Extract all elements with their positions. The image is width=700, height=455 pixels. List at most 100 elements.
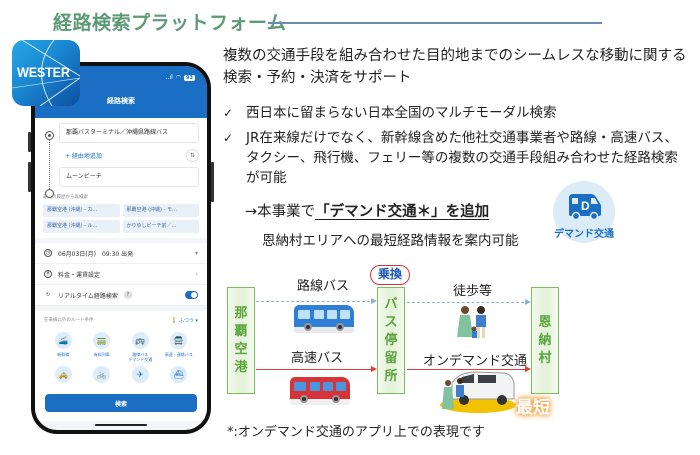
datetime-label: 06月03日(月) 09:30 出発 xyxy=(58,250,134,258)
phone-screen: ..ıl ◠ 93 経路検索 那覇バスターミナル／沖縄県路線バス + 経由地追加… xyxy=(35,66,207,430)
node-char: 村 xyxy=(538,350,552,366)
arrow-route-bus xyxy=(256,297,377,304)
walking-family-illustration xyxy=(457,306,486,338)
mode-route-bus[interactable]: 🚌 路線バス デマンド交通 xyxy=(121,332,160,362)
phone-volume-button xyxy=(28,162,31,192)
battery-icon: 93 xyxy=(184,74,195,81)
segment-label-highway-bus: 高速バス xyxy=(291,351,344,366)
node-bus-stop: バ ス 停 留 所 xyxy=(377,287,405,394)
bullet-train-icon: 🚄 xyxy=(54,332,72,349)
realtime-icon: ↻ xyxy=(45,292,51,298)
recent-history-chips: 那覇空港 (沖縄) - カ… 那覇空港 (沖縄) - モ… 那覇空港 (沖縄) … xyxy=(43,204,199,233)
transport-mode-grid: 🚄 新幹線 🚃 有料列車 🚌 路線バス デマンド交通 🚍高速・連絡バス 🚕 🚲 ✈ ⛴ xyxy=(44,332,198,383)
chevron-down-icon: ▾ xyxy=(194,249,198,257)
recent-history-label: 最近の履歴から再検索 xyxy=(43,195,88,200)
check-icon: ✓ xyxy=(223,131,234,145)
limited-express-icon: 🚃 xyxy=(93,332,111,349)
status-bar: ..ıl ◠ 93 xyxy=(166,74,195,81)
arrow-walk xyxy=(407,298,531,305)
addition-sub: 恩納村エリアへの最短経路情報を案内可能 xyxy=(262,233,519,249)
swap-icon[interactable]: ⇅ xyxy=(186,148,199,162)
ferry-icon: ⛴ xyxy=(170,366,188,383)
realtime-search-label: リアルタイム経路検索 xyxy=(58,292,118,300)
bullet-text: 西日本に留まらない日本全国のマルチモーダル検索 xyxy=(246,105,557,121)
origin-field[interactable]: 那覇バスターミナル／沖縄県路線バス xyxy=(59,123,199,143)
home-indicator xyxy=(95,424,147,426)
node-onna-village: 恩 納 村 xyxy=(531,287,559,394)
chevron-right-icon: › xyxy=(195,270,198,278)
wester-app-icon: WESTER xyxy=(12,40,80,106)
node-char: バ xyxy=(384,296,398,312)
route-bus-illustration xyxy=(294,305,354,333)
route-bus-icon: 🚌 xyxy=(131,332,149,349)
node-char: 港 xyxy=(234,359,248,375)
bullet-item: ✓ 西日本に留まらない日本全国のマルチモーダル検索 xyxy=(223,103,686,123)
recent-chip[interactable]: 那覇空港 (沖縄) - モ… xyxy=(122,204,199,217)
demand-badge-label: デマンド交通 xyxy=(554,229,614,240)
route-conditions-label: 在来線以外のルート条件 xyxy=(44,318,94,323)
segment-label-walk: 徒歩等 xyxy=(453,284,493,299)
realtime-toggle[interactable] xyxy=(185,291,198,299)
phone-side-button xyxy=(28,132,31,152)
walk-speed-select[interactable]: 🚶 ふつう ▾ xyxy=(171,318,198,324)
app-icon-label: WESTER xyxy=(17,64,70,80)
wifi-icon: ◠ xyxy=(175,74,182,81)
recent-chip[interactable]: 那覇空港 (沖縄) - カ… xyxy=(43,204,120,217)
mode-highway-bus[interactable]: 🚍高速・連絡バス xyxy=(160,332,199,362)
title-divider xyxy=(268,22,602,24)
add-via-row: + 経由地追加 ⇅ xyxy=(59,143,199,167)
wester-logo-lines-icon xyxy=(12,40,80,106)
mode-bicycle[interactable]: 🚲 xyxy=(83,366,122,383)
signal-icon: ..ıl xyxy=(165,74,173,81)
arrow-highway-bus xyxy=(256,365,377,372)
mode-limited-express[interactable]: 🚃 有料列車 xyxy=(83,332,122,362)
check-icon: ✓ xyxy=(223,106,234,120)
page-title: 経路検索プラットフォーム xyxy=(53,12,287,34)
mode-label: 路線バス デマンド交通 xyxy=(128,352,153,362)
highway-bus-icon: 🚍 xyxy=(170,332,188,349)
mode-shinkansen[interactable]: 🚄 新幹線 xyxy=(44,332,83,362)
help-icon[interactable]: ? xyxy=(123,291,132,299)
addition-prefix: →本事業で xyxy=(245,204,316,220)
search-button[interactable]: 検索 xyxy=(45,394,197,412)
mode-taxi[interactable]: 🚕 xyxy=(44,366,83,383)
phone-power-button xyxy=(211,162,214,202)
mode-airplane[interactable]: ✈ xyxy=(121,366,160,383)
mode-label: 有料列車 xyxy=(93,352,110,357)
node-char: 所 xyxy=(384,368,398,384)
demand-van-icon: D xyxy=(569,194,601,221)
addition-highlight: 「デマンド交通＊」を追加 xyxy=(315,204,490,220)
svg-text:D: D xyxy=(581,199,590,213)
add-via-button[interactable]: + 経由地追加 xyxy=(65,152,102,160)
route-conditions-header: 在来線以外のルート条件 🚶 ふつう ▾ xyxy=(44,317,198,324)
highway-bus-illustration xyxy=(290,377,350,405)
node-naha-airport: 那 覇 空 港 xyxy=(227,287,255,394)
footnote: *:オンデマンド交通のアプリ上での表現です xyxy=(227,425,485,440)
fare-settings-row[interactable]: ¥ 料金・運賃設定 › xyxy=(35,264,207,285)
node-char: 恩 xyxy=(538,314,552,330)
node-char: 納 xyxy=(538,332,552,348)
recent-chip[interactable]: 那覇空港 (沖縄) - ル… xyxy=(43,220,120,233)
destination-field[interactable]: ムーンビーチ xyxy=(59,167,199,187)
shortest-label: 最短 xyxy=(513,393,553,418)
demand-transport-badge: D デマンド交通 xyxy=(553,181,615,243)
mode-label: 新幹線 xyxy=(57,352,70,357)
arrow-on-demand xyxy=(407,365,531,372)
node-char: 覇 xyxy=(234,323,248,339)
segment-label-on-demand: オンデマンド交通 xyxy=(423,354,528,369)
lead-text: 複数の交通手段を組み合わせた目的地までのシームレスな移動に関する検索・予約・決済… xyxy=(223,48,687,86)
node-char: 那 xyxy=(234,305,248,321)
datetime-row[interactable]: ◷ 06月03日(月) 09:30 出発 ▾ xyxy=(35,243,207,264)
yen-icon: ¥ xyxy=(44,270,52,278)
search-settings: ◷ 06月03日(月) 09:30 出発 ▾ ¥ 料金・運賃設定 › ↻ リアル… xyxy=(35,243,207,306)
bullet-text: JR在来線だけでなく、新幹線含めた他社交通事業者や路線・高速バス、タクシー、飛行… xyxy=(246,130,678,186)
bullet-item: ✓ JR在来線だけでなく、新幹線含めた他社交通事業者や路線・高速バス、タクシー、… xyxy=(223,128,686,188)
bicycle-icon: 🚲 xyxy=(93,366,111,383)
transfer-badge: 乗換 xyxy=(370,265,410,285)
mode-ferry[interactable]: ⛴ xyxy=(160,366,199,383)
feature-bullets: ✓ 西日本に留まらない日本全国のマルチモーダル検索 ✓ JR在来線だけでなく、新… xyxy=(223,103,686,193)
origin-marker-icon xyxy=(45,131,54,140)
fare-settings-label: 料金・運賃設定 xyxy=(58,271,101,279)
node-char: 空 xyxy=(234,341,248,357)
recent-chip[interactable]: かりゆしビーチ前／… xyxy=(122,220,199,233)
